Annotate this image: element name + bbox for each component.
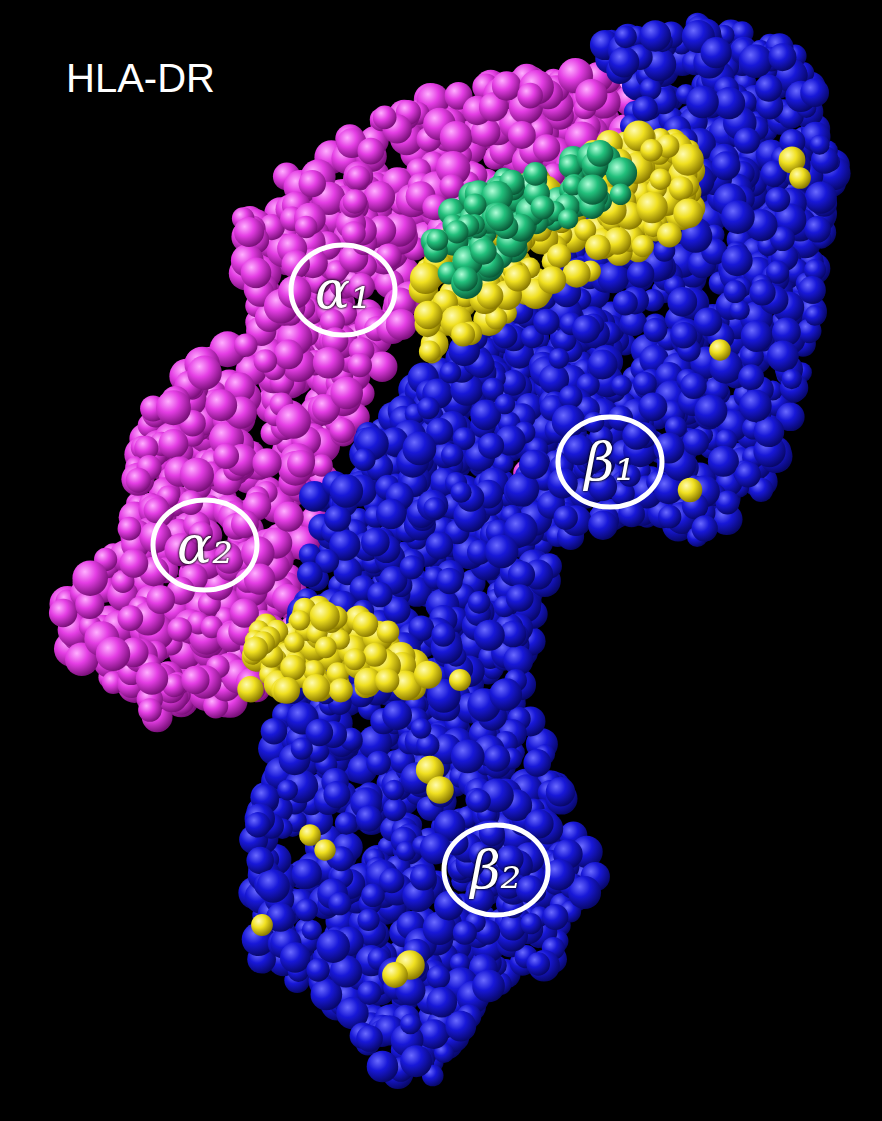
atom-sphere [292,859,322,889]
atom-sphere [205,389,237,421]
atom-sphere [804,216,831,243]
atom-sphere [276,404,311,439]
atom-sphere [287,450,315,478]
atom-sphere [213,443,239,469]
atom-sphere [146,585,175,614]
atom-sphere [241,258,272,289]
atom-sphere [181,666,209,694]
atom-sphere [72,560,108,596]
atom-sphere [299,170,326,197]
atom-sphere [136,662,168,694]
atom-sphere [346,166,370,190]
atom-sphere [167,617,192,642]
atom-sphere [313,347,345,379]
atom-sphere [330,377,363,410]
atom-sphere [302,920,322,940]
atom-sphere [386,309,417,340]
atom-sphere [117,605,143,631]
atom-sphere [159,429,189,459]
atom-sphere [156,390,191,425]
atom-sphere [252,448,281,477]
atom-sphere [274,502,304,532]
atom-sphere [330,418,355,443]
atom-sphere [373,105,397,129]
atom-sphere [144,497,170,523]
atom-sphere [508,121,536,149]
atom-sphere [533,134,560,161]
atom-sphere [96,637,130,671]
atom-sphere [234,217,264,247]
atom-sphere [254,349,278,373]
atom-sphere [119,549,148,578]
atom-sphere [517,83,543,109]
atom-sphere [138,698,162,722]
atom-sphere [187,355,221,389]
atom-sphere [49,599,77,627]
atom-sphere [492,71,521,100]
atom-sphere [343,189,368,214]
atom-sphere [295,216,317,238]
atom-sphere [440,121,473,154]
atom-sphere [274,340,304,370]
atom-sphere [357,138,384,165]
atom-sphere [575,79,607,111]
atom-sphere [118,517,142,541]
atom-sphere [180,458,214,492]
atom-sphere [126,468,151,493]
atom-sphere [342,221,366,245]
atom-sphere [234,333,257,356]
atom-sphere [348,353,372,377]
